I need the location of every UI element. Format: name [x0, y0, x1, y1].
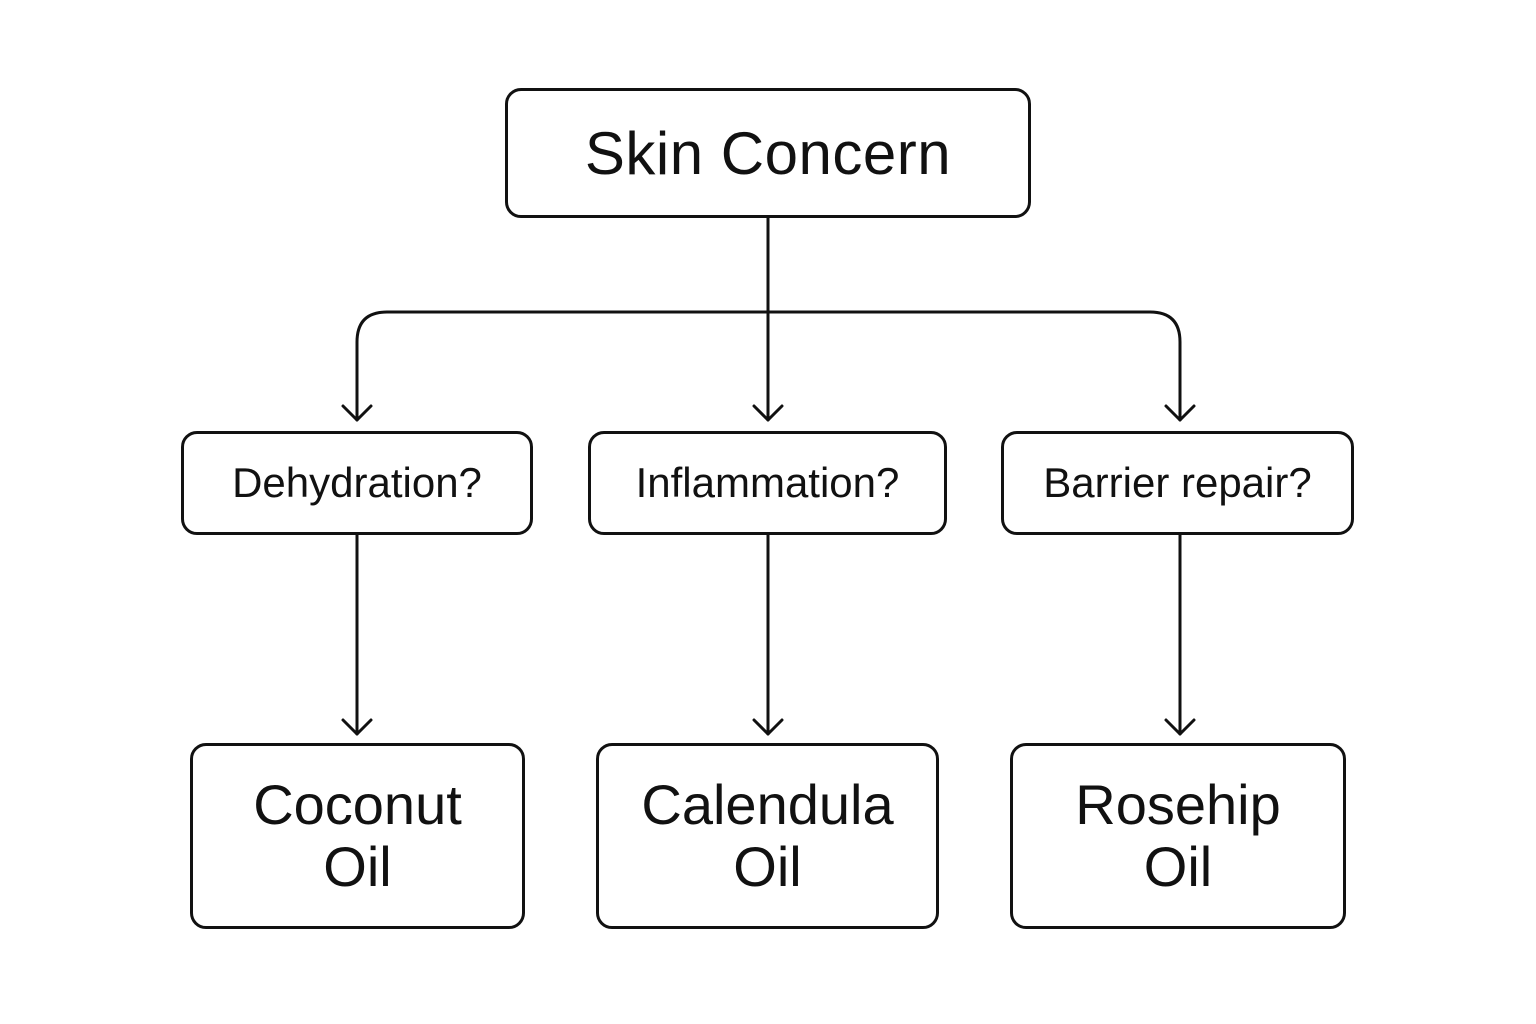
arrowhead-barrier-repair — [1164, 404, 1196, 422]
arrowhead-inflammation — [752, 404, 784, 422]
answer-label-line1: Coconut — [253, 773, 462, 836]
answer-label-line2: Oil — [1143, 835, 1213, 898]
answer-label-line2: Oil — [323, 835, 392, 898]
answer-label-line1: Calendula — [641, 773, 894, 836]
arrowhead-coconut — [341, 718, 373, 736]
root-node-skin-concern: Skin Concern — [505, 88, 1031, 218]
question-node-barrier-repair: Barrier repair? — [1001, 431, 1354, 535]
question-label-inflammation: Inflammation? — [635, 459, 900, 506]
answer-node-rosehip-oil: Rosehip Oil — [1010, 743, 1346, 929]
answer-node-coconut-oil: Coconut Oil — [190, 743, 525, 929]
answer-label-line2: Oil — [733, 835, 802, 898]
arrowhead-calendula — [752, 718, 784, 736]
question-node-dehydration: Dehydration? — [181, 431, 533, 535]
answer-label-line1: Rosehip — [1075, 773, 1281, 836]
arrowhead-rosehip — [1164, 718, 1196, 736]
arrowhead-dehydration — [341, 404, 373, 422]
answer-node-calendula-oil: Calendula Oil — [596, 743, 939, 929]
question-node-inflammation: Inflammation? — [588, 431, 947, 535]
question-label-barrier-repair: Barrier repair? — [1043, 459, 1312, 506]
root-node-label: Skin Concern — [584, 119, 952, 187]
question-label-dehydration: Dehydration? — [232, 459, 482, 506]
